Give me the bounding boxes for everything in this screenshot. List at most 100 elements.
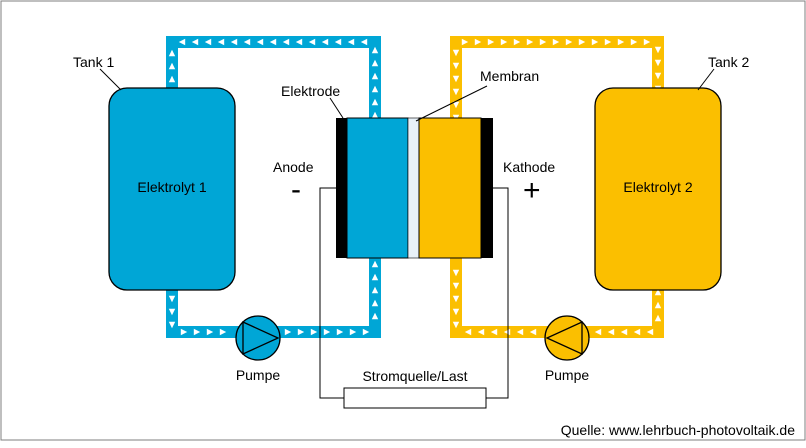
flow-arrow-icon xyxy=(591,38,599,46)
flow-arrow-icon xyxy=(362,328,370,336)
minus-sign: - xyxy=(291,173,301,206)
flow-arrow-icon xyxy=(168,75,176,83)
membrane xyxy=(407,117,420,259)
flow-arrow-icon xyxy=(193,328,201,336)
flow-arrow-icon xyxy=(474,38,482,46)
flow-arrow-icon xyxy=(295,38,303,46)
flow-arrow-icon xyxy=(168,321,176,329)
flow-arrow-icon xyxy=(371,286,379,294)
pump-left xyxy=(235,315,281,361)
load-label: Stromquelle/Last xyxy=(362,368,467,384)
flow-arrow-icon xyxy=(219,328,227,336)
flow-arrow-icon xyxy=(371,98,379,106)
flow-arrow-icon xyxy=(487,38,495,46)
anode-electrode xyxy=(336,118,347,258)
flow-arrow-icon xyxy=(464,328,472,336)
anode-label: Anode xyxy=(273,159,314,175)
flow-arrow-icon xyxy=(371,85,379,93)
flow-arrow-icon xyxy=(452,49,460,57)
flow-arrow-icon xyxy=(490,328,498,336)
flow-arrow-icon xyxy=(654,288,662,296)
flow-arrow-icon xyxy=(452,321,460,329)
flow-arrow-icon xyxy=(516,328,524,336)
tank1-leader xyxy=(99,68,122,91)
flow-arrow-icon xyxy=(269,38,277,46)
flow-arrow-icon xyxy=(630,38,638,46)
flow-arrow-icon xyxy=(539,38,547,46)
flow-arrow-icon xyxy=(461,38,469,46)
flow-arrow-icon xyxy=(336,328,344,336)
pump-left-arrow-icon xyxy=(242,320,280,356)
flow-arrow-icon xyxy=(565,38,573,46)
flow-arrow-icon xyxy=(371,46,379,54)
flow-arrow-icon xyxy=(371,111,379,119)
flow-arrow-icon xyxy=(321,38,329,46)
flow-arrow-icon xyxy=(230,38,238,46)
flow-arrow-icon xyxy=(617,38,625,46)
flow-arrow-icon xyxy=(371,59,379,67)
tank2-label: Tank 2 xyxy=(708,54,749,70)
flow-arrow-icon xyxy=(323,328,331,336)
flow-arrow-icon xyxy=(452,88,460,96)
flow-arrow-icon xyxy=(168,62,176,70)
tank-2 xyxy=(594,87,722,291)
flow-arrow-icon xyxy=(594,328,602,336)
blue-flow-arrows xyxy=(168,38,379,336)
wire-anode xyxy=(319,187,344,399)
flow-arrow-icon xyxy=(654,46,662,54)
flow-arrow-icon xyxy=(643,38,651,46)
flow-arrow-icon xyxy=(334,38,342,46)
flow-arrow-icon xyxy=(191,38,199,46)
flow-arrow-icon xyxy=(168,308,176,316)
pump-right xyxy=(544,315,590,361)
flow-arrow-icon xyxy=(654,59,662,67)
flow-arrow-icon xyxy=(646,328,654,336)
load-resistor xyxy=(343,387,487,409)
flow-arrow-icon xyxy=(256,38,264,46)
flow-arrow-icon xyxy=(452,295,460,303)
flow-arrow-icon xyxy=(604,38,612,46)
flow-arrow-icon xyxy=(654,314,662,322)
flow-arrow-icon xyxy=(620,328,628,336)
anode-chamber xyxy=(346,117,409,259)
flow-arrow-icon xyxy=(552,38,560,46)
flow-arrow-icon xyxy=(654,301,662,309)
flow-arrow-icon xyxy=(477,328,485,336)
pump-right-label: Pumpe xyxy=(545,367,590,383)
flow-arrow-icon xyxy=(168,49,176,57)
electrode-label: Elektrode xyxy=(281,83,340,99)
flow-arrow-icon xyxy=(243,38,251,46)
electrode-leader xyxy=(329,97,344,119)
source-credit: Quelle: www.lehrbuch-photovoltaik.de xyxy=(561,422,795,438)
flow-arrow-icon xyxy=(204,38,212,46)
flow-arrow-icon xyxy=(310,328,318,336)
flow-arrow-icon xyxy=(513,38,521,46)
flow-arrow-icon xyxy=(452,269,460,277)
flow-arrow-icon xyxy=(452,101,460,109)
flow-arrow-icon xyxy=(371,273,379,281)
cell xyxy=(336,117,493,259)
tank1-label: Tank 1 xyxy=(73,54,114,70)
flow-arrow-icon xyxy=(503,328,511,336)
flow-arrow-icon xyxy=(180,328,188,336)
flow-arrow-icon xyxy=(633,328,641,336)
electrical-circuit xyxy=(319,187,509,409)
flow-arrow-icon xyxy=(371,260,379,268)
flow-arrow-icon xyxy=(371,72,379,80)
membrane-label: Membran xyxy=(480,68,539,84)
flow-arrow-icon xyxy=(578,38,586,46)
flow-arrow-icon xyxy=(452,75,460,83)
pump-left-label: Pumpe xyxy=(236,367,281,383)
flow-arrow-icon xyxy=(360,38,368,46)
flow-arrow-icon xyxy=(452,282,460,290)
flow-arrow-icon xyxy=(308,38,316,46)
flow-arrow-icon xyxy=(168,295,176,303)
plus-sign: + xyxy=(523,174,541,207)
cathode-label: Kathode xyxy=(503,159,555,175)
flow-arrow-icon xyxy=(297,328,305,336)
pump-right-arrow-icon xyxy=(545,320,583,356)
flow-arrow-icon xyxy=(206,328,214,336)
flow-arrow-icon xyxy=(217,38,225,46)
flow-arrow-icon xyxy=(284,328,292,336)
